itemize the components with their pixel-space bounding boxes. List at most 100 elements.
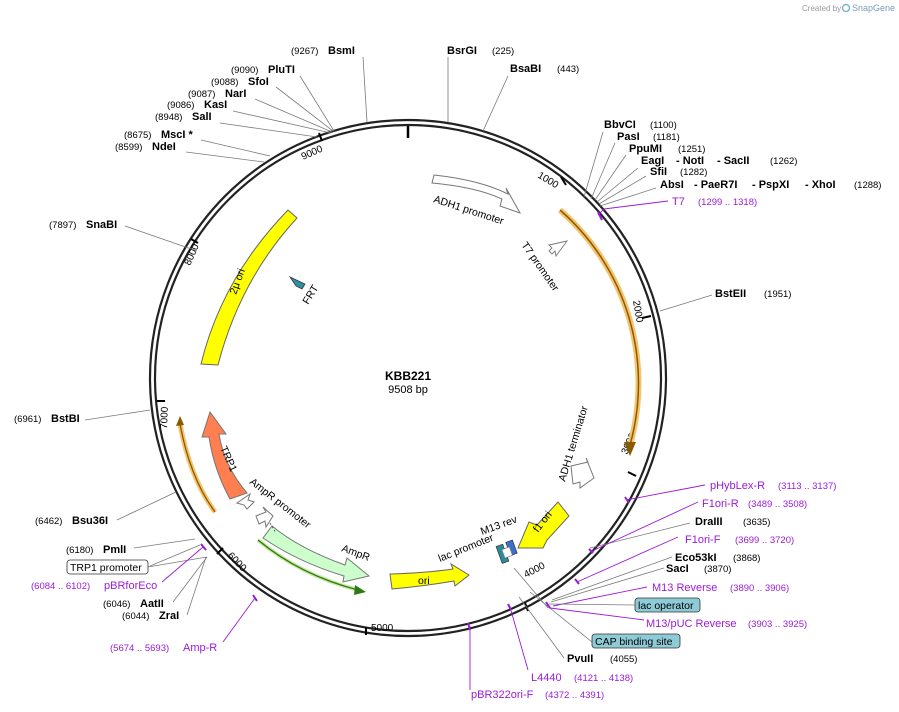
enzyme-ppumi: PpuMI: [629, 143, 662, 155]
enzyme-pmli: PmlI: [103, 544, 126, 556]
lac-promoter-block: [501, 546, 513, 559]
enzyme-draiii: DraIII: [695, 516, 723, 528]
enzyme-pos-eco53ki: (3868): [733, 553, 760, 564]
primer-t7: T7: [672, 196, 685, 208]
enzyme-pos-sali: (8948): [155, 112, 182, 123]
enzyme-pos-bstbi: (6961): [14, 414, 41, 425]
primer-pos-t7: (1299 .. 1318): [698, 197, 757, 208]
enzyme-pos-bbvci: (1100): [650, 120, 677, 131]
enzyme-eco53ki: Eco53kI: [675, 552, 717, 564]
enzyme-pos-zrai: (6044): [122, 611, 149, 622]
adh1-terminator-arrow: [570, 457, 595, 489]
tick-label-4000: 4000: [522, 560, 547, 580]
cap-site-box: [591, 633, 681, 649]
enzyme-pos-sfoi: (9088): [211, 77, 238, 88]
insert-arc-halo: [558, 207, 642, 446]
enzyme-aatii: AatII: [140, 598, 164, 610]
primer-amp-r: Amp-R: [183, 642, 217, 654]
enzyme-ndei: NdeI: [152, 141, 176, 153]
trp1-promoter-arrow: [235, 492, 255, 510]
trp1-promoter-box-label: TRP1 promoter: [70, 562, 142, 574]
primer-pos-f1ori-f: (3699 .. 3720): [735, 535, 794, 546]
enzyme-pos-snabi: (7897): [49, 220, 76, 231]
backbone-inner-strand: [153, 123, 663, 633]
enzyme-bsabi: BsaBI: [510, 63, 541, 75]
enzyme-pos-abs-group: (1288): [854, 180, 881, 191]
primer-pos-m13-puc-reverse: (3903 .. 3925): [748, 619, 807, 630]
enzyme-pos-kasi: (9086): [167, 100, 194, 111]
primer-pos-pbr322ori-f: (4372 .. 4391): [545, 690, 604, 701]
lac-operator-box-label: lac operator: [638, 600, 694, 612]
insert-arc-arrowhead: [624, 442, 636, 456]
enzyme-bsteii: BstEII: [715, 288, 746, 300]
enzyme-sacii: - SacII: [717, 155, 749, 167]
enzyme-bsmi: BsmI: [328, 45, 355, 57]
enzyme-pos-saci: (3870): [704, 564, 731, 575]
enzyme-pos-bsteii: (1951): [764, 289, 791, 300]
cap-site-box-label: CAP binding site: [595, 636, 673, 648]
enzyme-nari: NarI: [225, 88, 246, 100]
primer-pos-amp-r: (5674 .. 5693): [110, 643, 169, 654]
enzyme-pos-bsu36i: (6462): [35, 516, 62, 527]
credit-brand: SnapGene: [852, 3, 895, 13]
lac-promoter-label: lac promoter: [437, 532, 496, 565]
ori-arrow: [389, 562, 470, 590]
tick-label-5000: 5000: [371, 623, 394, 634]
f1-ori-arrow: [517, 501, 570, 549]
enzyme-bstbi: BstBI: [51, 413, 80, 425]
ampr-primer-arrowhead: [354, 585, 366, 595]
enzyme-pos-pasi: (1181): [653, 132, 680, 143]
enzyme-leader-lines: [84, 56, 713, 659]
primer-leader-lines: [161, 200, 706, 690]
enzyme-sfoi: SfoI: [248, 76, 269, 88]
enzyme-eagi: EagI: [641, 155, 664, 167]
enzyme-pos-ppumi: (1251): [678, 144, 705, 155]
enzyme-pos-pluti: (9090): [231, 65, 258, 76]
tick-label-7000: 7000: [159, 406, 171, 429]
enzyme-pvuii: PvuII: [567, 653, 593, 665]
enzyme-snabi: SnaBI: [86, 219, 117, 231]
trp1-primer-arc: [179, 423, 216, 513]
primer-labels: T7 (1299 .. 1318) pHybLex-R (3113 .. 313…: [31, 196, 836, 701]
lac-operator-leader: [548, 603, 636, 606]
enzyme-bsu36i: Bsu36I: [72, 515, 108, 527]
enzyme-bbvci: BbvCI: [604, 119, 636, 131]
ampr-promoter-label: AmpR promoter: [247, 476, 313, 531]
enzyme-msci: MscI *: [161, 129, 194, 141]
plasmid-name: KBB221: [385, 369, 431, 383]
trp1-arrow: [201, 410, 248, 500]
primer-pbrforeco: pBRforEco: [104, 580, 157, 592]
enzyme-pos-nari: (9087): [188, 89, 215, 100]
primer-phyblex-r: pHybLex-R: [710, 480, 765, 492]
enzyme-saci: SacI: [666, 563, 689, 575]
enzyme-pluti: PluTI: [268, 64, 295, 76]
enzyme-noti: - NotI: [676, 155, 704, 167]
tick-label-9000: 9000: [300, 143, 325, 162]
adh1-promoter-label: ADH1 promoter: [432, 193, 506, 227]
primer-pos-m13-reverse: (3890 .. 3906): [730, 583, 789, 594]
credit-text: Created by: [802, 4, 841, 13]
primer-l4440: L4440: [531, 672, 562, 684]
plasmid-length: 9508 bp: [388, 384, 428, 396]
enzyme-labels: (9267) BsmI BsrGI (225) BsaBI (443) (909…: [14, 45, 881, 665]
ampr-promoter-arrow: [255, 506, 274, 529]
frt-arrow: [288, 276, 306, 290]
ampr-primer-arc: [257, 539, 359, 591]
enzyme-paer7i: - PaeR7I: [694, 179, 737, 191]
enzyme-pasi: PasI: [617, 131, 640, 143]
insert-arc: [559, 209, 640, 446]
ori-label: ori: [418, 575, 430, 587]
enzyme-zrai: ZraI: [159, 610, 179, 622]
two-micron-ori-arrow: [200, 209, 298, 366]
enzyme-pos-msci: (8675): [124, 130, 151, 141]
primer-m13-puc-reverse: M13/pUC Reverse: [646, 618, 736, 630]
primer-pos-l4440: (4121 .. 4138): [574, 673, 633, 684]
primer-pos-f1ori-r: (3489 .. 3508): [748, 499, 807, 510]
trp1-primer-arrowhead: [176, 416, 184, 426]
primer-marks: [200, 211, 630, 631]
primer-pos-phyblex-r: (3113 .. 3137): [778, 481, 836, 492]
t7-promoter-arrow: [548, 240, 569, 258]
enzyme-sali: SalI: [192, 111, 212, 123]
